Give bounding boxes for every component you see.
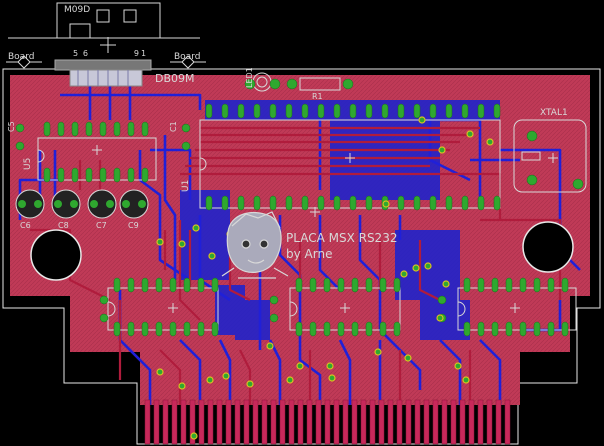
board-title: PLACA MSX RS232	[286, 231, 397, 245]
pin-1-label: 1	[141, 49, 146, 58]
r1-label: R1	[312, 92, 323, 101]
silkscreen-outlines	[37, 72, 587, 331]
db09m-label: DB09M	[155, 72, 195, 85]
edge-connector-fingers	[144, 399, 511, 445]
u1-label: U1	[181, 180, 191, 192]
c8-label: C8	[58, 221, 69, 230]
pin-6-label: 6	[134, 48, 139, 57]
vias	[156, 116, 494, 440]
pin-5-label: 5	[73, 49, 78, 58]
electrolytic-capacitors	[15, 189, 149, 219]
connector-name-label: M09D	[64, 5, 90, 15]
pin-9-label: 9	[83, 48, 88, 57]
c6-label: C6	[20, 221, 31, 230]
cartoon-face-artwork	[221, 211, 289, 279]
mounting-holes	[30, 221, 574, 281]
c9-label: C9	[128, 221, 139, 230]
board-outline	[2, 68, 601, 445]
xtal1-label: XTAL1	[540, 108, 568, 118]
c5-label: C5	[7, 121, 16, 132]
board-subtitle: by Arne	[286, 247, 332, 261]
c1-label: C1	[169, 121, 178, 132]
db9-connector	[6, 2, 206, 87]
board-left-label: Board	[8, 52, 34, 62]
ic-pads	[43, 103, 569, 337]
c7-label: C7	[96, 221, 107, 230]
round-pads	[15, 78, 584, 323]
board-right-label: Board	[174, 52, 200, 62]
u5-label: U5	[23, 158, 33, 170]
led1-label: LED1	[245, 67, 254, 88]
